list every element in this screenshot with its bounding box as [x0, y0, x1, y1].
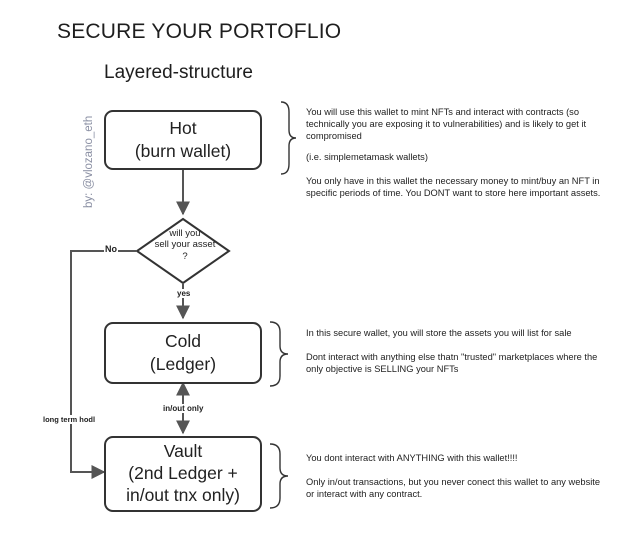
brace-cold	[269, 321, 289, 387]
decision-label: will you sell your asset ?	[140, 228, 230, 262]
page-subtitle: Layered-structure	[104, 62, 253, 83]
vault-wallet-box: Vault (2nd Ledger + in/out tnx only)	[104, 436, 262, 512]
vault-note-1: You dont interact with ANYTHING with thi…	[306, 453, 518, 463]
brace-vault	[269, 443, 289, 509]
edge-label-in-out-only: in/out only	[162, 404, 205, 413]
decision-line-3: ?	[182, 250, 188, 262]
vault-wallet-title: Vault	[163, 441, 203, 462]
edge-label-no: No	[104, 244, 118, 254]
brace-hot	[280, 101, 297, 175]
vault-note-2: Only in/out transactions, but you never …	[306, 477, 601, 500]
vault-wallet-subtitle-1: (2nd Ledger +	[128, 463, 238, 484]
hot-wallet-notes: You will use this wallet to mint NFTs an…	[306, 106, 602, 208]
cold-note-2: Dont interact with anything else thatn "…	[306, 352, 598, 375]
hot-wallet-title: Hot	[169, 118, 197, 139]
decision-line-1: will you	[169, 228, 201, 239]
cold-wallet-subtitle: (Ledger)	[149, 354, 217, 374]
cold-wallet-box: Cold (Ledger)	[104, 322, 262, 384]
vault-wallet-notes: You dont interact with ANYTHING with thi…	[306, 452, 602, 509]
cold-wallet-title: Cold	[165, 331, 201, 352]
cold-wallet-notes: In this secure wallet, you will store th…	[306, 327, 602, 384]
hot-wallet-subtitle: (burn wallet)	[134, 141, 232, 161]
edge-label-long-term-hodl: long term hodl	[42, 415, 97, 424]
cold-note-1: In this secure wallet, you will store th…	[306, 328, 572, 338]
decision-line-2: sell your asset	[154, 239, 216, 251]
page-title: SECURE YOUR PORTOFLIO	[57, 20, 342, 43]
hot-note-2: (i.e. simplemetamask wallets)	[306, 152, 428, 163]
hot-note-1: You will use this wallet to mint NFTs an…	[306, 107, 587, 142]
hot-note-3: You only have in this wallet the necessa…	[306, 176, 601, 199]
vault-wallet-subtitle-2: in/out tnx only)	[126, 484, 240, 505]
hot-wallet-box: Hot (burn wallet)	[104, 110, 262, 170]
edge-label-yes: yes	[176, 289, 192, 298]
